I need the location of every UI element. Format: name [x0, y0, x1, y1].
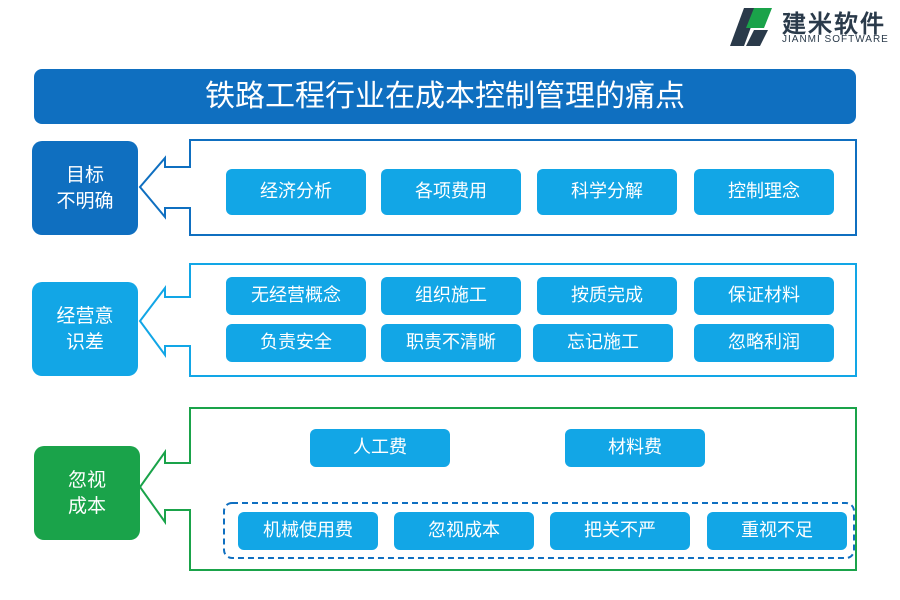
chip-unclear-duties: 职责不清晰: [381, 324, 521, 362]
chip-various-costs: 各项费用: [381, 169, 521, 215]
section-2-label-text: 经营意 识差: [56, 305, 114, 353]
section-3-dashed-group: [223, 502, 855, 559]
chip-no-business-concept: 无经营概念: [226, 277, 366, 315]
chip-labor-cost: 人工费: [310, 429, 450, 467]
section-label-ignore-cost: 忽视 成本: [34, 446, 140, 540]
chip-ignore-profit: 忽略利润: [694, 324, 834, 362]
page-title: 铁路工程行业在成本控制管理的痛点: [34, 69, 856, 124]
chip-insufficient-attention: 重视不足: [707, 512, 847, 550]
chip-control-concept: 控制理念: [694, 169, 834, 215]
chip-ensure-materials: 保证材料: [694, 277, 834, 315]
section-3-label-text: 忽视 成本: [67, 469, 106, 517]
chip-forget-construction: 忘记施工: [533, 324, 673, 362]
logo-name-en: JIANMI SOFTWARE: [782, 34, 889, 45]
chip-quality-completion: 按质完成: [537, 277, 677, 315]
chip-machinery-cost: 机械使用费: [238, 512, 378, 550]
chip-scientific-breakdown: 科学分解: [537, 169, 677, 215]
section-label-goal-unclear: 目标 不明确: [32, 141, 138, 235]
chip-material-cost: 材料费: [565, 429, 705, 467]
jianmi-logo-icon: [730, 8, 772, 46]
chip-economic-analysis: 经济分析: [226, 169, 366, 215]
chip-lax-control: 把关不严: [550, 512, 690, 550]
chip-organize-construction: 组织施工: [381, 277, 521, 315]
chip-ignore-cost: 忽视成本: [394, 512, 534, 550]
logo-name-cn: 建米软件: [782, 10, 886, 38]
section-label-business-awareness: 经营意 识差: [32, 282, 138, 376]
brand-logo: 建米软件 JIANMI SOFTWARE: [724, 4, 900, 50]
chip-responsible-safety: 负责安全: [226, 324, 366, 362]
section-1-label-text: 目标 不明确: [56, 164, 114, 212]
